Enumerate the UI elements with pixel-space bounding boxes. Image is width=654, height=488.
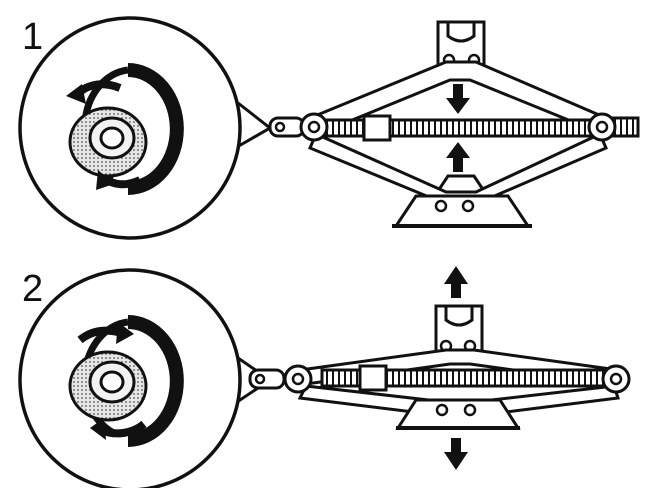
nut-hole <box>99 126 125 150</box>
lower-arms <box>308 131 608 206</box>
wrench-ring <box>127 315 184 447</box>
jack-base <box>395 398 521 430</box>
rotation-arrowhead-top <box>66 84 86 104</box>
top-saddle <box>436 20 486 74</box>
step-1-up-arrow <box>446 142 470 172</box>
screw-collar <box>358 364 388 392</box>
step-2-down-arrow <box>444 438 468 470</box>
step-1-scissor-jack <box>268 20 640 228</box>
wrench-ring <box>127 63 184 195</box>
step-1-handle-detail-callout <box>18 16 273 240</box>
step-1-group <box>18 16 640 240</box>
step-2-scissor-jack <box>248 266 631 470</box>
step-1-down-arrow <box>446 84 470 114</box>
screw-collar <box>362 114 392 142</box>
step-1-number: 1 <box>22 16 44 58</box>
callout-pointer <box>236 101 273 149</box>
rotation-arrowhead-bottom <box>90 418 106 440</box>
rotation-arrowhead-bottom <box>96 170 114 190</box>
step-2-up-arrow <box>444 266 468 298</box>
nut-hole <box>99 370 125 394</box>
jack-base <box>393 194 531 228</box>
step-2-number: 2 <box>22 268 44 310</box>
rotation-arrowhead-top <box>116 322 134 344</box>
step-2-group <box>18 266 631 488</box>
step-2-handle-detail-callout <box>18 268 273 488</box>
